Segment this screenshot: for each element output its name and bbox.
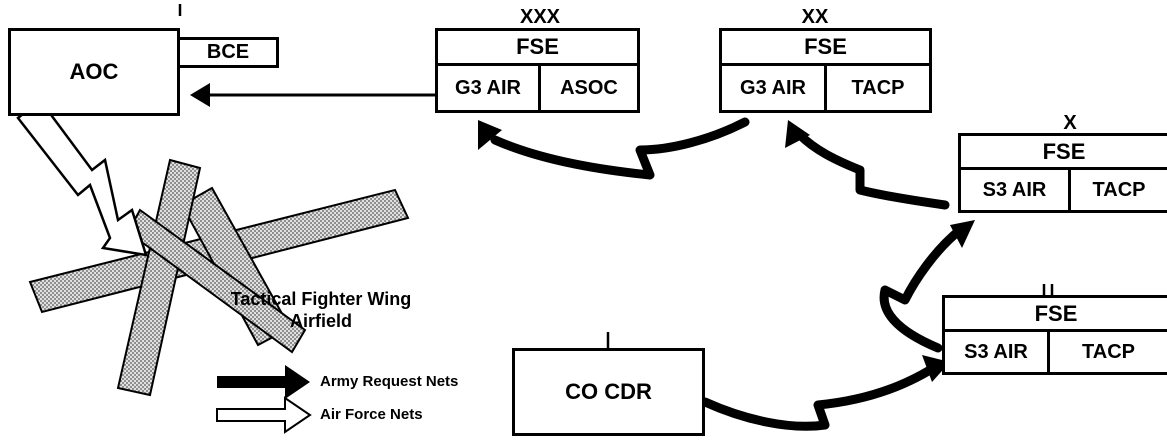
corps-g3-air: G3 AIR <box>438 66 541 110</box>
corps-to-aoc-arrow <box>190 83 435 107</box>
co-cdr-box: CO CDR <box>512 348 705 436</box>
division-fse-box: FSE G3 AIR TACP <box>719 28 932 113</box>
legend-airforce-label: Air Force Nets <box>320 406 423 423</box>
echelon-ticks <box>178 4 1054 348</box>
division-g3-air: G3 AIR <box>722 66 827 110</box>
brigade-echelon: X <box>1063 112 1077 134</box>
corps-asoc: ASOC <box>560 76 618 99</box>
bce-box: BCE <box>177 37 279 68</box>
division-fse-header: FSE <box>722 31 929 66</box>
brigade-tacp: TACP <box>1092 178 1146 201</box>
airfield-label: Tactical Fighter Wing Airfield <box>196 288 446 332</box>
airforce-net-arrow <box>16 98 148 257</box>
brigade-fse-header: FSE <box>961 136 1167 170</box>
battalion-tacp: TACP <box>1082 340 1135 363</box>
battalion-fse-box: FSE S3 AIR TACP <box>942 295 1167 375</box>
battalion-s3-air: S3 AIR <box>945 332 1050 372</box>
brigade-s3-air: S3 AIR <box>961 170 1071 210</box>
army-request-nets <box>490 117 965 431</box>
legend-army-label: Army Request Nets <box>320 373 459 390</box>
aoc-box: AOC <box>8 28 180 116</box>
corps-fse-box: FSE G3 AIR ASOC <box>435 28 640 113</box>
brigade-fse-box: FSE S3 AIR TACP <box>958 133 1167 213</box>
co-cdr-label: CO CDR <box>565 379 652 404</box>
legend-graphics <box>216 365 312 434</box>
bce-label: BCE <box>206 41 250 63</box>
battalion-fse-header: FSE <box>945 298 1167 332</box>
division-echelon: XX <box>801 6 829 28</box>
aoc-label: AOC <box>69 59 119 84</box>
airfield-label-line2: Airfield <box>289 311 352 331</box>
corps-echelon: XXX <box>519 6 561 28</box>
airfield-runways <box>28 158 410 397</box>
airfield-label-line1: Tactical Fighter Wing <box>230 289 412 309</box>
division-tacp: TACP <box>851 76 905 99</box>
corps-fse-header: FSE <box>438 31 637 66</box>
